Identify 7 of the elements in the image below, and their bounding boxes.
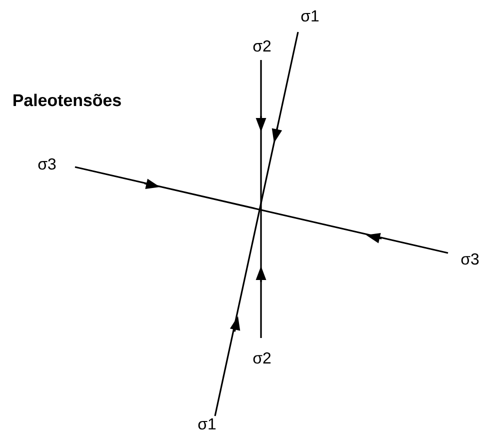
axis-label: σ3 [461,253,479,265]
axis-label: σ1 [198,418,216,430]
axis-label: σ3 [38,158,56,170]
axis-label: σ2 [253,352,271,364]
axis-label: σ2 [253,40,271,52]
axis-label: σ1 [301,10,319,22]
heading: Paleotensões [14,94,121,106]
